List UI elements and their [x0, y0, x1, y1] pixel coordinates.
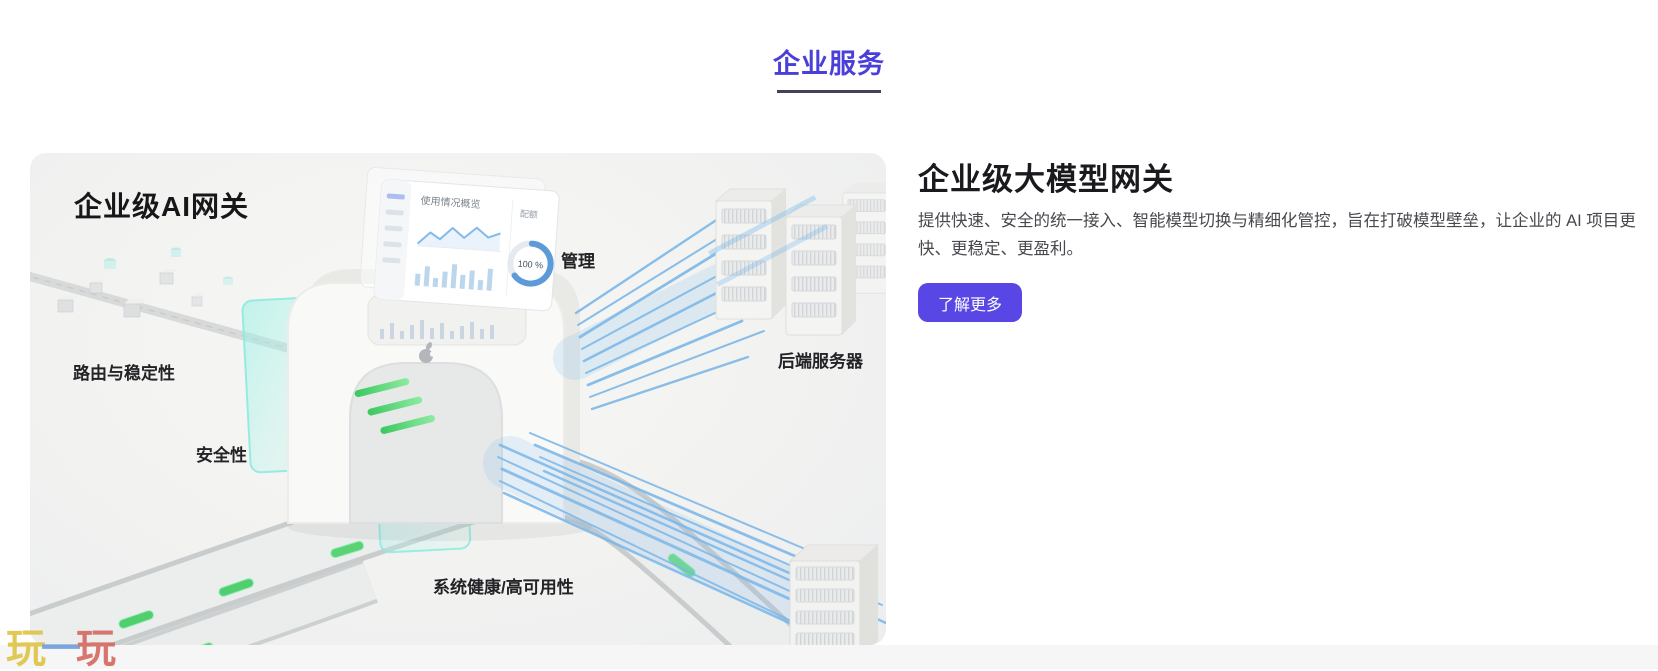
dashboard-bar-chart [414, 264, 493, 291]
tunnel-green-rails [354, 378, 435, 434]
details-heading: 企业级大模型网关 [918, 162, 1174, 197]
apple-logo [419, 342, 436, 363]
section-title-underline [777, 90, 881, 93]
server-rack-bottom [788, 544, 880, 645]
details-column: 企业级大模型网关 提供快速、安全的统一接入、智能模型切换与精细化管控，旨在打破模… [918, 160, 1658, 322]
dashboard-panel: 使用情况概览 配额 100 % [373, 179, 560, 312]
dashboard-title: 使用情况概览 [420, 194, 481, 211]
gateway-showcase-card: 使用情况概览 配额 100 % [30, 153, 886, 645]
card-title: 企业级AI网关 [74, 191, 250, 222]
details-description: 提供快速、安全的统一接入、智能模型切换与精细化管控，旨在打破模型壁垒，让企业的 … [918, 212, 1636, 258]
dashboard-badge: 配额 [520, 208, 539, 220]
gateway-illustration: 使用情况概览 配额 100 % [30, 167, 886, 645]
learn-more-button[interactable]: 了解更多 [918, 283, 1023, 322]
gateway-arch [287, 269, 592, 541]
section-title: 企业服务 [773, 49, 885, 79]
label-backend-servers: 后端服务器 [778, 352, 863, 371]
label-management: 管理 [561, 252, 595, 271]
section-header: 企业服务 [0, 42, 1658, 93]
watermark-char-2: 一 [41, 627, 81, 671]
label-security: 安全性 [196, 446, 247, 465]
watermark-char-3: 玩 [76, 627, 116, 671]
label-routing-stability: 路由与稳定性 [73, 364, 175, 383]
data-cubes [57, 247, 233, 318]
next-section-strip [0, 645, 1658, 669]
gauge-value: 100 % [517, 259, 543, 271]
watermark-char-1: 玩 [6, 627, 46, 671]
server-racks-top [708, 182, 886, 336]
dashboard-gauge: 100 % [507, 240, 554, 287]
watermark: 玩一玩 [6, 629, 116, 669]
label-system-health: 系统健康/高可用性 [433, 578, 574, 597]
